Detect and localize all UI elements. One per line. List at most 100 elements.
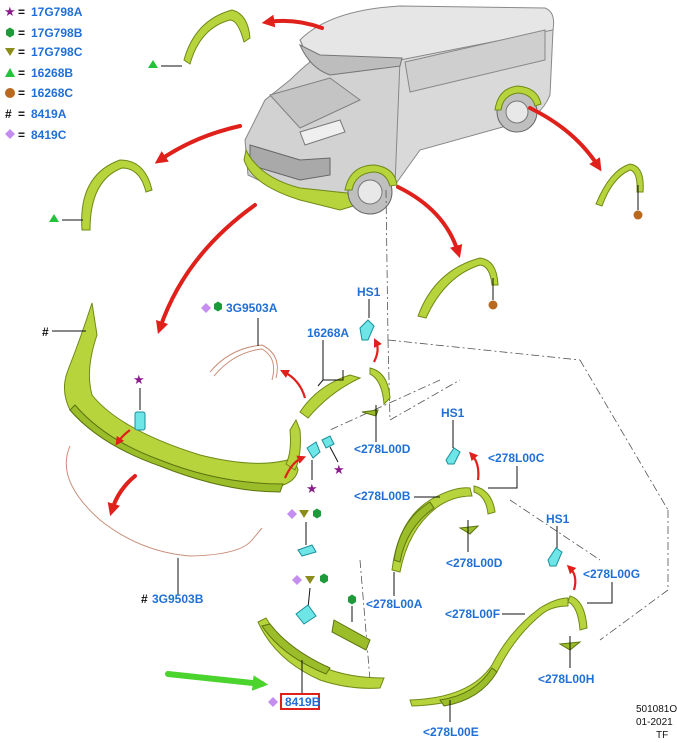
legend-row-8419A: # = 8419A <box>5 107 67 121</box>
bracket-part <box>331 594 371 651</box>
hexagon-icon <box>214 301 222 312</box>
legend-equals: = <box>18 86 25 100</box>
label-hs1: HS1 <box>357 285 381 299</box>
lower-grille-8419B: 8419B <box>165 617 385 710</box>
hexagon-icon <box>320 573 328 584</box>
legend-code: 8419C <box>31 128 67 142</box>
arrow-to-left-arch <box>154 124 242 164</box>
label-hs1: HS1 <box>546 512 570 526</box>
arrow-to-upper-arch <box>261 14 324 30</box>
legend-row-8419C: = 8419C <box>5 128 67 142</box>
legend-code: 17G798B <box>31 26 83 40</box>
label-278L00G: <278L00G <box>583 567 640 581</box>
legend-equals: = <box>18 26 25 40</box>
front-arch-moulding-group: HS1 <278L00C <278L00B <278L00D <278L00A <box>354 406 545 611</box>
label-278L00C: <278L00C <box>488 451 545 465</box>
wiring-3G9503A: 3G9503A <box>201 301 278 381</box>
triangle-down-icon <box>299 510 309 518</box>
legend: ★ = 17G798A = 17G798B = 17G798C = 16268B… <box>4 4 83 142</box>
hexagon-icon <box>313 508 321 519</box>
label-hs1: HS1 <box>441 406 465 420</box>
diamond-icon <box>201 303 211 313</box>
legend-row-17G798B: = 17G798B <box>6 26 83 40</box>
clip-part <box>134 411 146 431</box>
star-icon: ★ <box>333 462 345 477</box>
van-illustration <box>243 5 555 215</box>
legend-equals: = <box>18 128 25 142</box>
legend-row-16268C: = 16268C <box>5 86 73 100</box>
label-278L00F: <278L00F <box>445 607 500 621</box>
label-16268A: 16268A <box>307 326 349 340</box>
legend-row-17G798C: = 17G798C <box>5 45 83 59</box>
triangle-down-icon <box>305 576 315 584</box>
triangle-down-icon <box>5 48 15 56</box>
legend-equals: = <box>18 107 25 121</box>
legend-row-17G798A: ★ = 17G798A <box>4 4 83 19</box>
label-3G9503B: 3G9503B <box>152 592 204 606</box>
wiring-3G9503B: # 3G9503B <box>65 445 263 606</box>
rear-arch-moulding-group: HS1 <278L00G <278L00F <278L00H <278L00E <box>409 512 640 739</box>
highlight-box <box>280 693 320 710</box>
label-278L00D: <278L00D <box>446 556 503 570</box>
arch-front <box>417 257 499 319</box>
arrow-to-grille-clip <box>283 455 307 479</box>
legend-code: 8419A <box>31 107 67 121</box>
diagram-date: 01-2021 <box>636 717 673 728</box>
label-278L00D: <278L00D <box>354 442 411 456</box>
label-278L00E: <278L00E <box>423 725 479 739</box>
extension-16268A: HS1 16268A <278L00D <box>299 285 411 456</box>
red-arrows <box>154 14 602 335</box>
arrow-to-hs1 <box>566 564 577 591</box>
circle-icon <box>488 300 498 310</box>
clip-part <box>445 447 461 465</box>
front-bumper-assembly: # ★ <box>42 302 307 517</box>
arrow-to-upper-wire <box>280 370 307 399</box>
hash-icon: # <box>42 325 49 339</box>
label-278L00H: <278L00H <box>538 672 594 686</box>
triangle-up-icon <box>49 214 59 222</box>
legend-code: 17G798C <box>31 45 83 59</box>
hexagon-icon <box>6 27 14 38</box>
diagram-tag: TF <box>656 730 668 741</box>
diagram-id: 501081O <box>636 704 677 715</box>
hexagon-icon <box>348 594 356 605</box>
legend-equals: = <box>18 45 25 59</box>
label-278L00A: <278L00A <box>366 597 423 611</box>
arrow-to-hs1 <box>469 451 480 481</box>
construction-lines <box>329 189 669 681</box>
star-icon: ★ <box>306 481 318 496</box>
legend-code: 17G798A <box>31 5 83 19</box>
arch-rear <box>595 163 644 220</box>
diamond-icon <box>268 697 278 707</box>
diamond-icon <box>292 575 302 585</box>
legend-equals: = <box>18 66 25 80</box>
legend-code: 16268C <box>31 86 73 100</box>
circle-icon <box>633 210 643 220</box>
center-clips: ★ ★ <box>287 435 345 625</box>
hash-icon: # <box>5 107 12 121</box>
arch-left <box>49 159 153 231</box>
arrow-to-front-arch <box>396 185 463 259</box>
legend-equals: = <box>18 5 25 19</box>
star-icon: ★ <box>4 4 16 19</box>
star-icon: ★ <box>133 372 145 387</box>
label-278L00B: <278L00B <box>354 489 411 503</box>
triangle-up-icon <box>148 60 158 68</box>
arrow-to-rear-arch <box>528 106 602 172</box>
diamond-icon <box>5 129 15 139</box>
legend-row-16268B: = 16268B <box>5 66 73 80</box>
label-8419B: 8419B <box>285 695 321 709</box>
arrow-to-bumper <box>156 203 257 335</box>
diamond-icon <box>287 509 297 519</box>
legend-code: 16268B <box>31 66 73 80</box>
label-3G9503A: 3G9503A <box>226 301 278 315</box>
hash-icon: # <box>141 592 148 606</box>
triangle-up-icon <box>5 68 15 77</box>
arrow-to-lower-wire <box>107 474 137 517</box>
green-pointer-arrow <box>165 671 269 691</box>
document-meta: 501081O 01-2021 TF <box>636 704 677 741</box>
arch-upper <box>148 9 251 68</box>
circle-icon <box>5 88 15 98</box>
arrow-to-hs1 <box>373 338 382 363</box>
